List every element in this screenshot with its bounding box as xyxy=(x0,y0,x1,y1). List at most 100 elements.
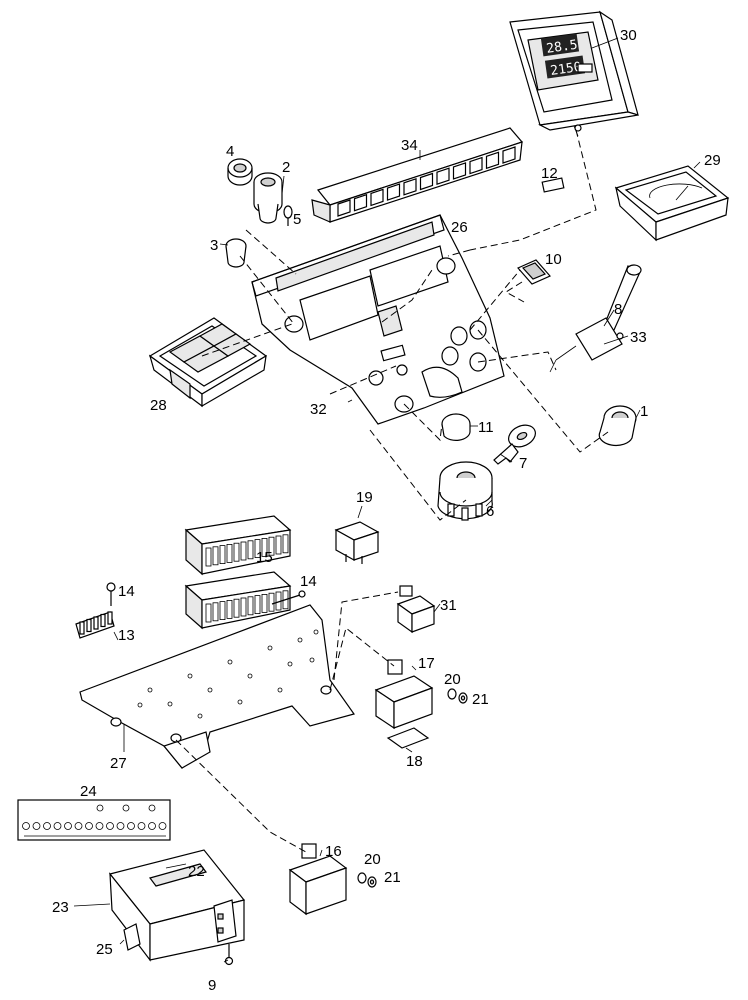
part-22-23-housing xyxy=(108,849,246,962)
warning-symbol xyxy=(158,822,167,830)
callout-26: 26 xyxy=(451,219,468,236)
part-19-relay xyxy=(334,521,380,564)
fuse-slot xyxy=(212,546,219,566)
warning-symbol xyxy=(64,822,72,830)
callout-6: 6 xyxy=(486,503,494,520)
plate-hole xyxy=(167,701,173,707)
fuse-slot xyxy=(268,536,275,556)
terminal-pin xyxy=(107,611,113,625)
part-2-rotary-switch xyxy=(253,172,283,224)
plate-hole xyxy=(147,687,153,693)
warning-symbol xyxy=(148,804,156,812)
part-11-cap xyxy=(441,413,471,441)
callout-4: 4 xyxy=(226,143,234,160)
warning-symbol xyxy=(22,822,30,830)
part-34-switch-panel xyxy=(311,127,524,223)
fuse-slot xyxy=(205,603,212,623)
fuse-slot xyxy=(261,538,268,557)
fuse-slot xyxy=(240,541,247,561)
warning-symbol xyxy=(74,822,83,830)
fuse-row-upper xyxy=(205,534,289,567)
terminal-pin xyxy=(93,616,99,630)
terminal-pin xyxy=(100,613,106,628)
callout-11: 11 xyxy=(478,419,494,436)
plate-hole xyxy=(309,657,315,663)
callout-20-upper: 20 xyxy=(444,671,461,688)
callout-18: 18 xyxy=(406,753,423,770)
terminal-pin xyxy=(79,621,85,635)
part-20-washer-b xyxy=(357,872,367,884)
callout-23: 23 xyxy=(52,899,69,916)
part-14-screw-right xyxy=(271,590,306,605)
warning-symbol xyxy=(127,822,135,830)
plate-hole xyxy=(277,687,283,693)
part-6-ignition-switch xyxy=(437,461,493,521)
callout-9: 9 xyxy=(208,977,216,994)
part-7-ignition-key xyxy=(493,424,536,465)
part-17-relay xyxy=(374,659,434,730)
callout-14-right: 14 xyxy=(300,573,317,590)
part-15-fuse-block-upper xyxy=(184,515,292,576)
plate-hole xyxy=(187,673,193,679)
panel-switch xyxy=(502,146,516,164)
part-4-bezel-ring xyxy=(227,158,253,186)
fuse-slot xyxy=(226,600,233,619)
plate-hole xyxy=(267,645,273,651)
fuse-slot xyxy=(247,540,254,560)
terminal-pin xyxy=(86,618,92,633)
panel-switch xyxy=(436,167,450,186)
callout-30: 30 xyxy=(620,27,637,44)
plate-hole xyxy=(207,687,213,693)
plate-hole xyxy=(287,661,293,667)
part-31-relay xyxy=(396,585,436,634)
part-26-dash-panel xyxy=(251,214,505,425)
callout-21-lower: 21 xyxy=(384,869,401,886)
callout-33: 33 xyxy=(630,329,647,346)
part-8-lever-switch xyxy=(549,264,642,373)
panel-switch xyxy=(353,193,368,212)
part-15-fuse-block-lower xyxy=(184,571,292,630)
panel-switch xyxy=(452,162,467,180)
callout-31: 31 xyxy=(440,597,457,614)
callout-34: 34 xyxy=(401,137,418,154)
callout-13: 13 xyxy=(118,627,135,644)
part-20-washer-a xyxy=(447,688,457,700)
callout-20-lower: 20 xyxy=(364,851,381,868)
part-9-screw xyxy=(224,944,234,966)
fuse-slot xyxy=(282,534,289,554)
warning-symbol xyxy=(137,822,146,830)
fuse-slot xyxy=(247,596,254,616)
fuse-slot xyxy=(261,594,268,613)
part-29-gauge xyxy=(614,165,730,242)
symbol-row xyxy=(22,804,167,837)
callout-28: 28 xyxy=(150,397,167,414)
panel-switch xyxy=(337,199,351,217)
callout-21-upper: 21 xyxy=(472,691,489,708)
callout-7: 7 xyxy=(519,455,527,472)
fuse-slot xyxy=(226,544,233,563)
plate-hole xyxy=(197,713,203,719)
panel-switch xyxy=(386,183,401,201)
warning-symbol xyxy=(106,822,114,830)
part-18-bracket xyxy=(386,727,430,749)
callout-3: 3 xyxy=(210,237,218,254)
part-30-digital-instrument: 28.5 2150 xyxy=(509,10,639,137)
fuse-slot xyxy=(205,547,212,567)
panel-switch xyxy=(419,172,434,191)
part-3-knob xyxy=(225,238,247,268)
fuse-slot xyxy=(268,592,275,612)
fuse-slot xyxy=(212,602,219,622)
warning-symbol xyxy=(116,822,125,830)
callout-19: 19 xyxy=(356,489,373,506)
switch-row xyxy=(337,146,516,217)
warning-symbol xyxy=(95,822,104,830)
plate-hole xyxy=(247,673,253,679)
fuse-slot xyxy=(275,535,282,555)
callout-labels: 30 34 4 2 12 29 5 26 3 10 8 33 28 32 1 1… xyxy=(52,27,721,994)
fuse-slot xyxy=(219,545,226,564)
warning-symbol xyxy=(43,822,51,830)
part-1-round-switch xyxy=(598,405,637,446)
callout-10: 10 xyxy=(545,251,562,268)
fuse-slot xyxy=(233,598,240,618)
